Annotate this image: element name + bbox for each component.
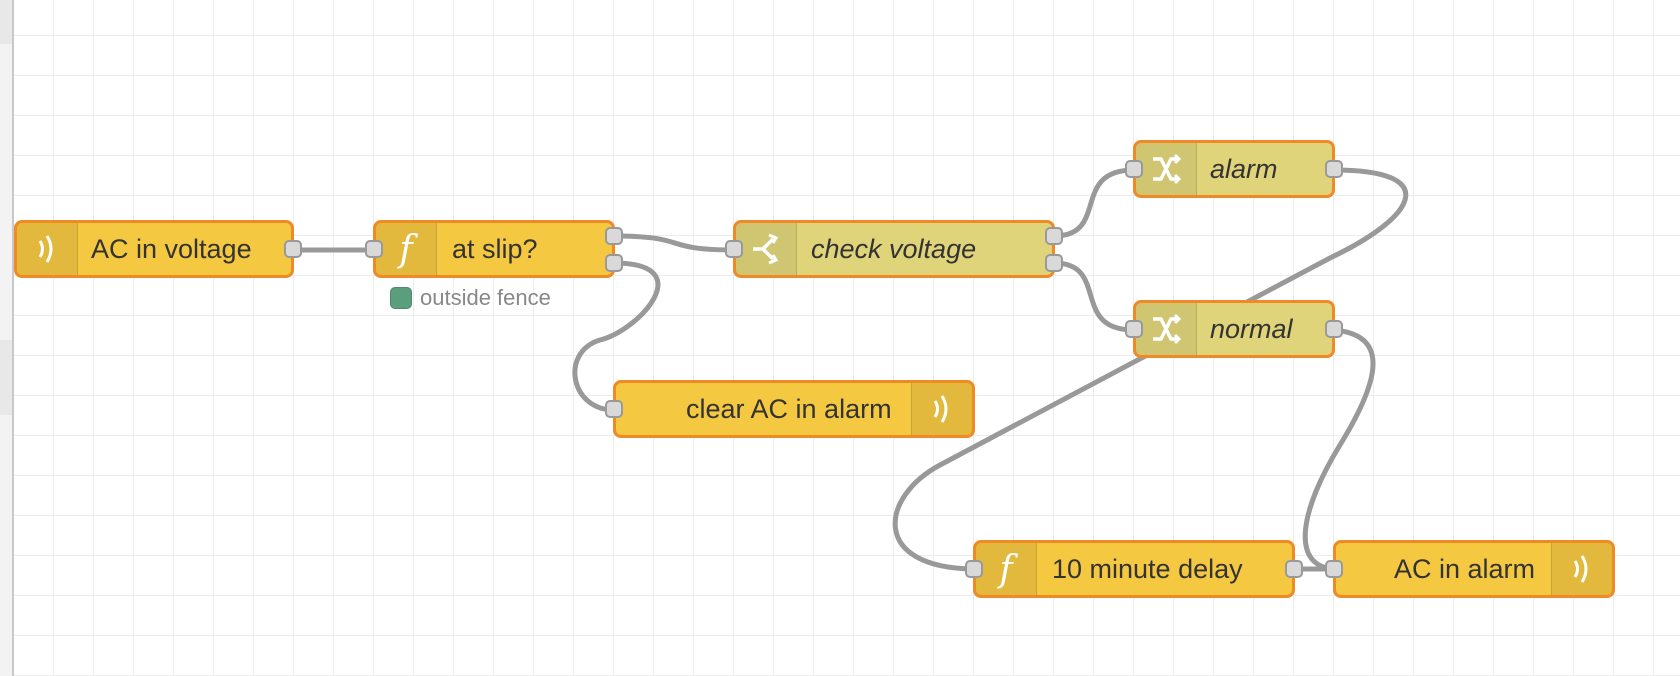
broadcast-wave-icon: [1551, 543, 1612, 595]
rail-tab[interactable]: [0, 340, 12, 415]
function-icon: f: [976, 543, 1037, 595]
output-port[interactable]: [1325, 320, 1343, 338]
node-ac-in-voltage[interactable]: AC in voltage: [14, 220, 302, 278]
node-label: AC in alarm: [1394, 553, 1536, 584]
output-port-2[interactable]: [605, 254, 623, 272]
function-icon: f: [376, 223, 437, 275]
node-label: check voltage: [811, 233, 977, 264]
node-label: clear AC in alarm: [686, 393, 892, 424]
output-port[interactable]: [1285, 560, 1303, 578]
change-icon: [1136, 143, 1197, 195]
node-at-slip[interactable]: f at slip?: [365, 220, 623, 278]
left-rail: [0, 0, 14, 676]
rail-tab[interactable]: [0, 0, 12, 44]
wire-alarm-to-delay[interactable]: [892, 167, 1408, 572]
input-port[interactable]: [965, 560, 983, 578]
node-ac-in-alarm[interactable]: AC in alarm: [1325, 540, 1615, 598]
input-port[interactable]: [1325, 560, 1343, 578]
node-check-voltage[interactable]: check voltage: [725, 220, 1063, 278]
output-port[interactable]: [284, 240, 302, 258]
node-label: 10 minute delay: [1052, 553, 1243, 584]
wire-normal-to-ac-alarm[interactable]: [1302, 327, 1376, 572]
broadcast-wave-icon: [17, 223, 78, 275]
input-port[interactable]: [1125, 160, 1143, 178]
input-port[interactable]: [725, 240, 743, 258]
node-alarm[interactable]: alarm: [1125, 140, 1343, 198]
wire-check-to-normal[interactable]: [1053, 260, 1135, 333]
broadcast-wave-icon: [911, 383, 972, 435]
switch-icon: [736, 223, 797, 275]
output-port-1[interactable]: [605, 227, 623, 245]
status-dot: [390, 287, 412, 309]
node-clear-ac-in-alarm[interactable]: clear AC in alarm: [605, 380, 975, 438]
input-port[interactable]: [365, 240, 383, 258]
node-status: outside fence: [390, 285, 551, 311]
wire-slip-to-check[interactable]: [613, 233, 735, 253]
output-port-1[interactable]: [1045, 227, 1063, 245]
input-port[interactable]: [605, 400, 623, 418]
svg-text:f: f: [396, 229, 418, 269]
wire-slip-to-clear[interactable]: [572, 260, 661, 413]
input-port[interactable]: [1125, 320, 1143, 338]
output-port[interactable]: [1325, 160, 1343, 178]
output-port-2[interactable]: [1045, 254, 1063, 272]
svg-text:f: f: [996, 549, 1018, 589]
node-10-minute-delay[interactable]: f 10 minute delay: [965, 540, 1303, 598]
wire-check-to-alarm[interactable]: [1053, 167, 1135, 239]
change-icon: [1136, 303, 1197, 355]
node-label: normal: [1210, 313, 1293, 344]
status-text: outside fence: [420, 285, 551, 310]
node-normal[interactable]: normal: [1125, 300, 1343, 358]
node-label: at slip?: [452, 233, 538, 264]
node-label: alarm: [1210, 153, 1278, 184]
node-label: AC in voltage: [91, 233, 252, 264]
